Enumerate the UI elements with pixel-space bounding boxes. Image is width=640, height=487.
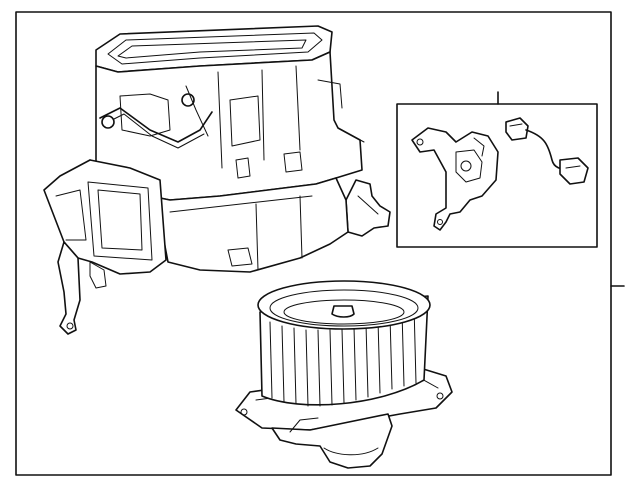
resistor-bracket	[411, 127, 499, 231]
housing-mount-leg	[57, 241, 81, 335]
blower-hub	[331, 305, 355, 318]
resistor-callout	[396, 91, 598, 248]
heater-blower-housing	[43, 25, 391, 335]
blower-motor-can	[271, 413, 393, 469]
callout-box	[396, 103, 598, 248]
blower-motor-fan	[235, 280, 453, 469]
blower-fan-rim	[257, 280, 431, 330]
harness-connector-bottom	[559, 157, 589, 185]
diagram-frame	[15, 11, 612, 476]
harness-connector-top	[505, 117, 529, 141]
